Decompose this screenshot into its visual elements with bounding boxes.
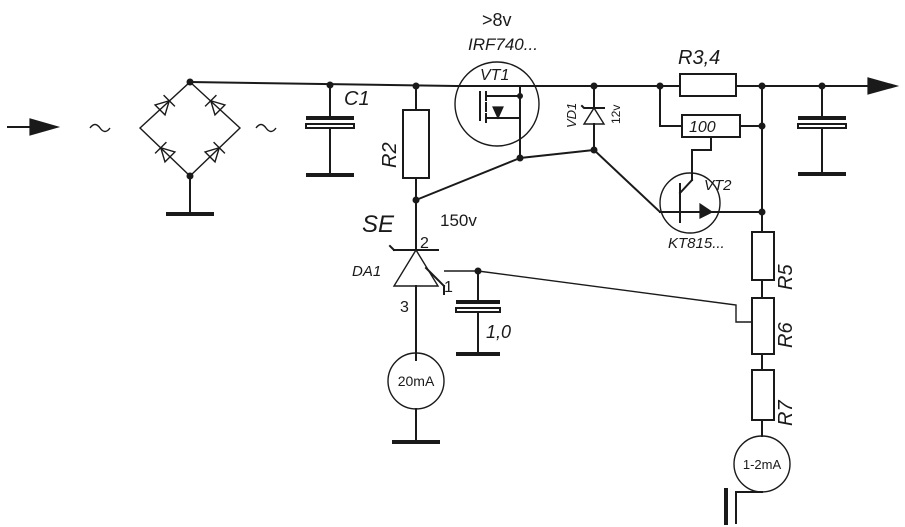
label-v-in: >8v [482, 10, 512, 30]
label-meter-1-2ma: 1-2mA [743, 457, 782, 472]
resistor-r3-4 [679, 73, 737, 97]
regulator-da1 [388, 199, 446, 361]
label-pin3: 3 [400, 299, 409, 316]
label-vd1: VD1 [564, 103, 579, 128]
label-vt1-type: IRF740... [468, 35, 538, 54]
zener-diode-vd1 [580, 82, 606, 154]
label-c1: C1 [344, 88, 370, 110]
capacitor-c1 [305, 81, 355, 177]
label-r2: R2 [379, 142, 401, 168]
capacitor-output [797, 82, 847, 176]
resistor-r7 [751, 369, 775, 421]
label-cap-value: 1,0 [486, 322, 511, 342]
label-vd1-voltage: 12v [609, 105, 623, 124]
label-r7: R7 [775, 400, 797, 426]
resistor-r5 [751, 231, 775, 281]
label-r3-4: R3,4 [678, 47, 720, 69]
label-se: SE [362, 211, 395, 238]
label-vt1: VT1 [480, 67, 509, 84]
label-r5: R5 [775, 264, 797, 290]
transistor-vt2 [659, 149, 763, 234]
label-meter-20ma: 20mA [398, 373, 435, 389]
label-vt2: VT2 [704, 177, 732, 194]
bridge-rectifier [138, 78, 242, 180]
input-arrow [7, 118, 61, 136]
label-vt2-type: KT815... [668, 235, 725, 252]
label-r-100: 100 [689, 119, 716, 136]
output-arrow [867, 77, 900, 95]
mosfet-vt1 [454, 61, 541, 159]
label-da1: DA1 [352, 263, 381, 280]
resistor-r2 [402, 109, 430, 179]
label-pin2: 2 [420, 235, 429, 252]
label-r6: R6 [775, 322, 797, 348]
ac-tilde-right [255, 123, 277, 133]
ac-tilde-left [89, 123, 111, 133]
label-pin1: 1 [444, 279, 453, 296]
resistor-r6 [751, 297, 775, 355]
label-150v: 150v [440, 211, 477, 230]
